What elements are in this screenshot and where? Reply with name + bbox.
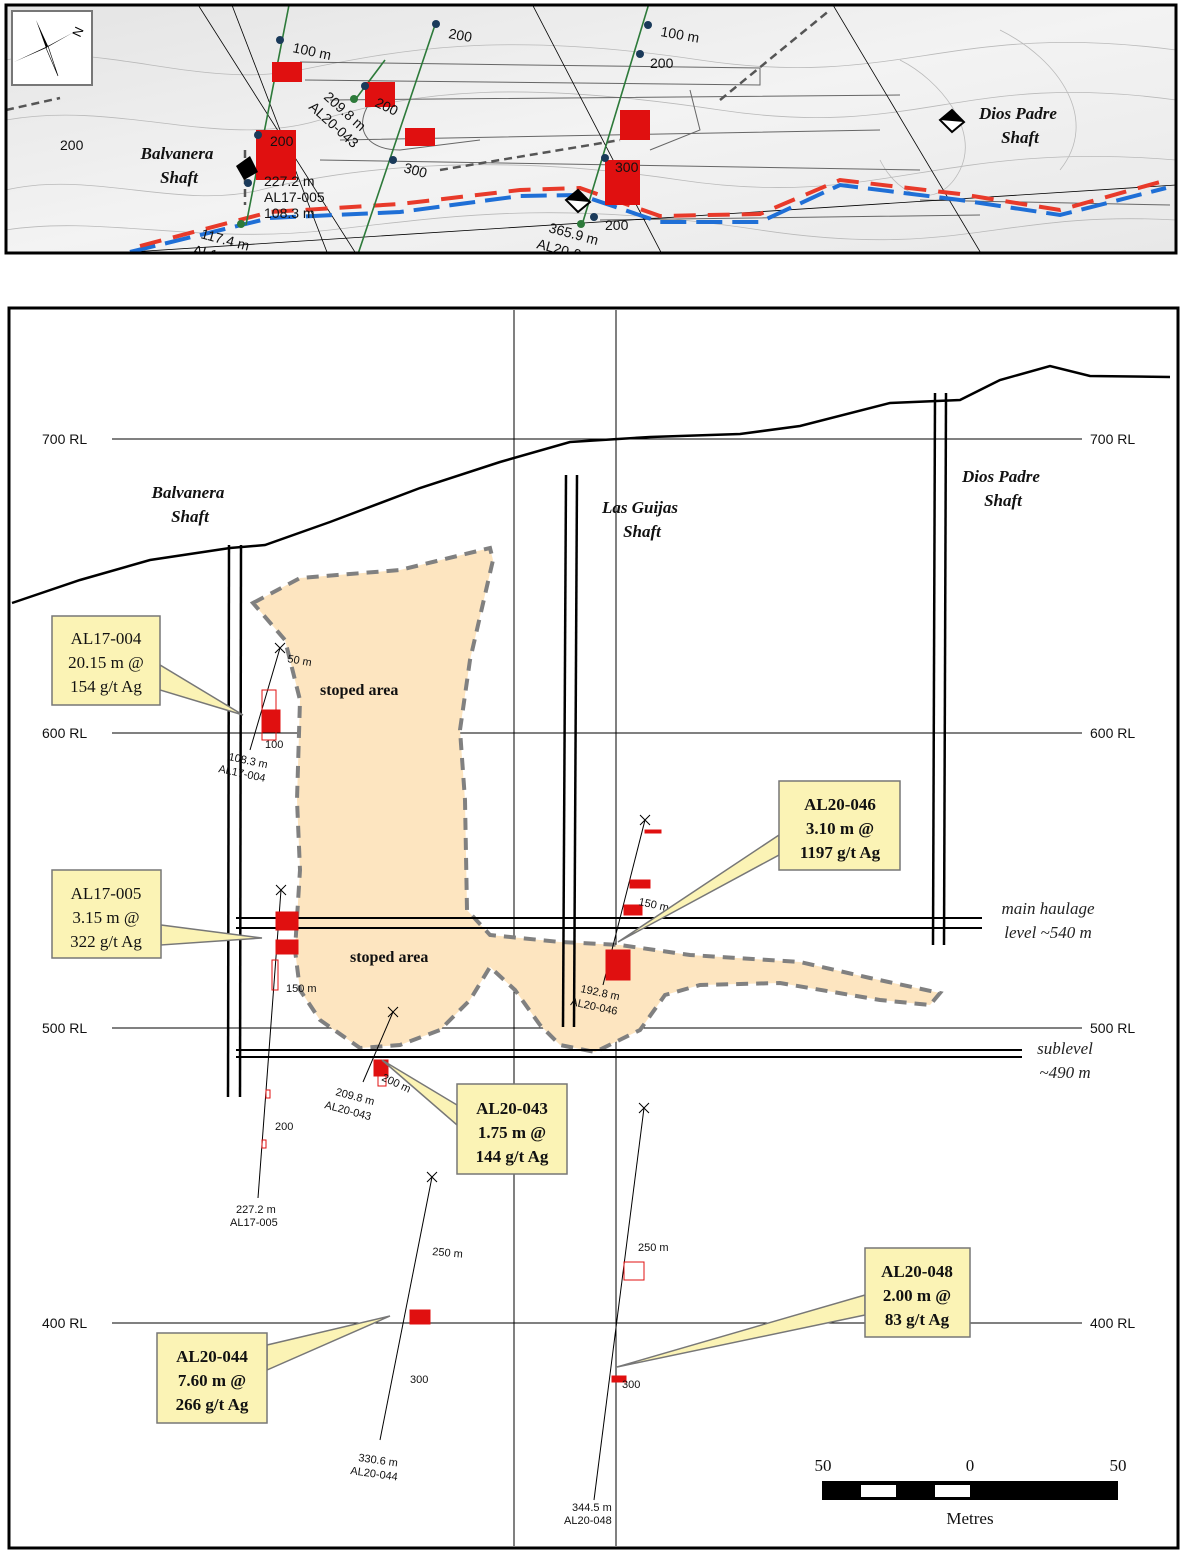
hole-id-label: AL17-005	[264, 189, 325, 205]
callout-hole-id: AL20-048	[881, 1262, 953, 1281]
depth-label: 200	[270, 133, 294, 149]
depth-tick-label: 300	[410, 1374, 428, 1386]
stoped-area-label: stoped area	[320, 682, 398, 699]
depth-tick-label: 250 m	[638, 1242, 669, 1254]
callout-grade: 266 g/t Ag	[176, 1395, 249, 1414]
depth-label: 200	[447, 25, 473, 45]
assay-histograms	[261, 689, 662, 1383]
depth-label: 200	[650, 55, 674, 71]
rl-labels: 700 RL 600 RL 500 RL 400 RL 700 RL 600 R…	[42, 431, 1135, 1331]
plan-shaft-name: Shaft	[160, 168, 199, 187]
rl-label-right: 700 RL	[1090, 431, 1135, 447]
callout-interval: 20.15 m @	[68, 653, 144, 672]
drillhole-AL20-048	[593, 1107, 645, 1501]
callout-interval: 7.60 m @	[178, 1371, 246, 1390]
callout-grade: 154 g/t Ag	[70, 677, 142, 696]
hole-depth-label: 108.3 m	[264, 205, 315, 221]
cross-section: 700 RL 600 RL 500 RL 400 RL 700 RL 600 R…	[7, 306, 1180, 1550]
plan-shaft-name: Shaft	[1001, 128, 1040, 147]
scale-label: 50	[815, 1456, 832, 1475]
scale-bar: 50 0 50 Metres	[815, 1456, 1127, 1528]
depth-tick-label: 250 m	[432, 1246, 464, 1261]
rl-label-right: 600 RL	[1090, 725, 1135, 741]
shaft-name: Dios Padre	[961, 467, 1040, 486]
drillhole-AL20-043	[362, 1011, 394, 1083]
level-lines	[236, 917, 1022, 1058]
depth-label: 200	[605, 217, 629, 233]
north-arrow: N	[11, 10, 93, 86]
scale-label: 0	[966, 1456, 975, 1475]
shaft-name: Shaft	[171, 507, 210, 526]
callout-hole-id: AL20-044	[176, 1347, 248, 1366]
depth-tick-label: 150 m	[286, 983, 317, 995]
callout-grade: 1197 g/t Ag	[800, 843, 881, 862]
drillhole-AL20-044	[379, 1176, 433, 1441]
plan-map-frame	[4, 3, 1178, 255]
rl-label-right: 400 RL	[1090, 1315, 1135, 1331]
las-guijas-shaft-symbol	[564, 188, 592, 214]
drillhole-collars	[237, 20, 652, 228]
shaft-name: Shaft	[623, 522, 662, 541]
plan-shaft-name: Dios Padre	[978, 104, 1057, 123]
section-trace-blue	[129, 182, 1167, 253]
contour-lines	[6, 29, 1176, 241]
depth-label: 200	[60, 137, 84, 153]
depth-label: 300	[615, 159, 639, 175]
hole-id: AL20-048	[564, 1515, 612, 1527]
depth-label: 300	[402, 159, 429, 181]
rl-label-right: 500 RL	[1090, 1020, 1135, 1036]
topography-surface	[11, 364, 1171, 605]
callout-grade: 144 g/t Ag	[476, 1147, 549, 1166]
shaft-name: Las Guijas	[601, 498, 678, 517]
level-label: ~490 m	[1039, 1063, 1090, 1082]
scale-label: 50	[1110, 1456, 1127, 1475]
shaft-name: Shaft	[984, 491, 1023, 510]
depth-tick-label: 50 m	[286, 653, 312, 669]
drillhole-AL17-004	[249, 647, 281, 751]
hole-id: AL17-005	[230, 1217, 278, 1229]
stoped-area	[249, 545, 944, 1055]
hillshade-background	[6, 5, 1176, 253]
callout-grade: 322 g/t Ag	[70, 932, 142, 951]
section-trace-red	[139, 177, 1161, 248]
callout-grade: 83 g/t Ag	[885, 1310, 950, 1329]
callout-interval: 2.00 m @	[883, 1286, 951, 1305]
stoped-area-label: stoped area	[350, 949, 428, 966]
hole-end-depth: 330.6 m	[358, 1452, 399, 1469]
callout-hole-id: AL20-046	[804, 795, 876, 814]
scale-unit: Metres	[946, 1509, 993, 1528]
dios-padre-shaft-symbol	[938, 108, 966, 134]
level-label: level ~540 m	[1004, 923, 1092, 942]
callout-hole-id: AL20-043	[476, 1099, 548, 1118]
depth-tick-label: 200	[275, 1121, 293, 1133]
hole-end-depth: 344.5 m	[572, 1502, 612, 1514]
level-label: sublevel	[1037, 1039, 1093, 1058]
callouts	[51, 615, 971, 1424]
level-label: main haulage	[1001, 899, 1094, 918]
callout-hole-id: AL17-005	[71, 884, 142, 903]
callout-interval: 3.10 m @	[806, 819, 874, 838]
hole-depth-label: 227.2 m	[264, 173, 315, 189]
rl-label-left: 700 RL	[42, 431, 87, 447]
callout-interval: 3.15 m @	[72, 908, 139, 927]
shaft-lines	[226, 392, 948, 1098]
shaft-name: Balvanera	[151, 483, 225, 502]
rl-label-left: 400 RL	[42, 1315, 87, 1331]
callout-interval: 1.75 m @	[478, 1123, 546, 1142]
depth-label: 100 m	[291, 39, 332, 63]
depth-tick-label: 300	[622, 1379, 640, 1391]
plan-map: 100 m 200 200 300 100 m 200 300 200 200 …	[4, 3, 1178, 255]
callout-hole-id: AL17-004	[71, 629, 142, 648]
plan-shaft-name: Balvanera	[140, 144, 214, 163]
rl-label-left: 500 RL	[42, 1020, 87, 1036]
balvanera-shaft-symbol	[236, 156, 258, 180]
rl-label-left: 600 RL	[42, 725, 87, 741]
depth-label: 100 m	[659, 23, 700, 46]
assay-bars	[256, 62, 650, 205]
hole-end-depth: 227.2 m	[236, 1204, 276, 1216]
depth-tick-label: 100	[265, 739, 283, 751]
